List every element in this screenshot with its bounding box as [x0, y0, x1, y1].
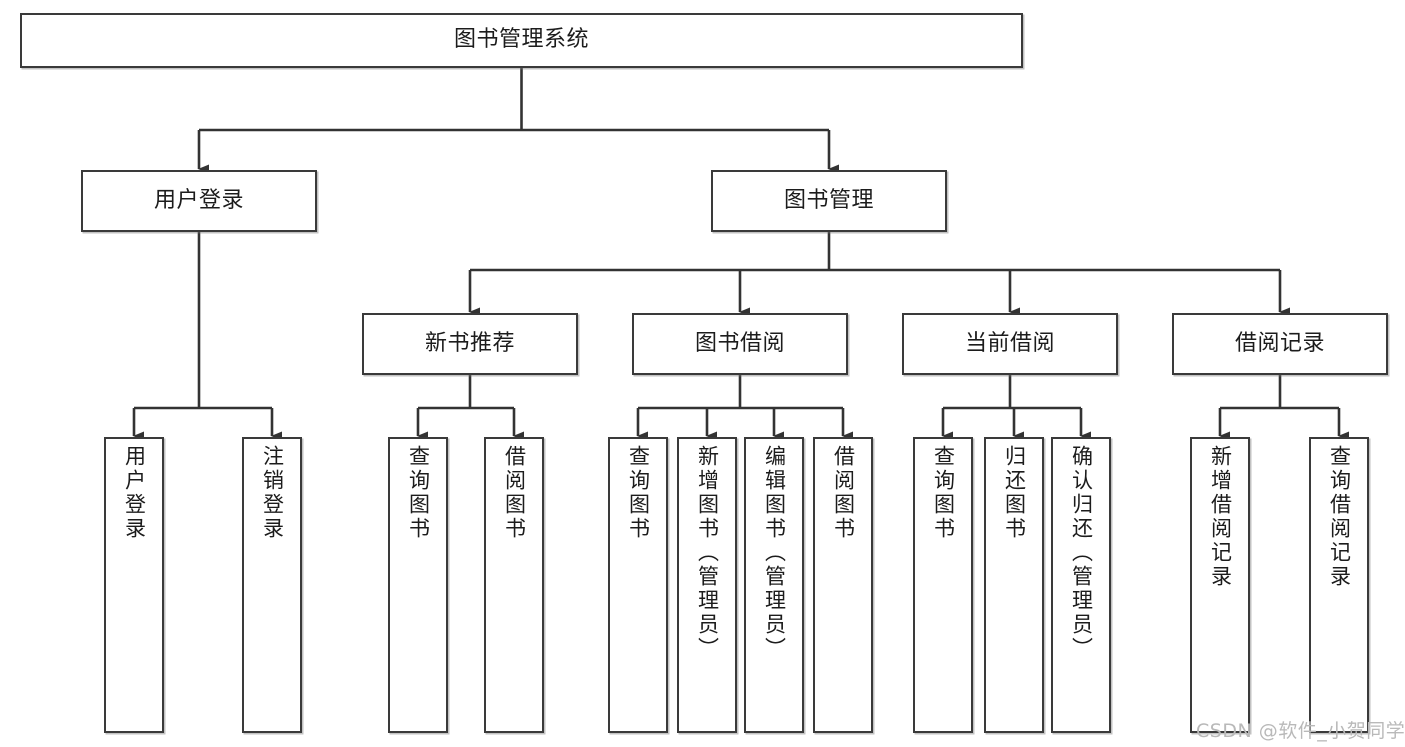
node-label: 图书管理: [783, 187, 874, 213]
node-label: 查询借阅记录: [1327, 445, 1352, 589]
node-label: 图书管理系统: [453, 27, 589, 53]
node-leaf-logout[interactable]: 注销登录: [242, 437, 302, 733]
node-book-borrow[interactable]: 图书借阅: [632, 313, 848, 375]
node-label: 查询图书: [406, 445, 431, 541]
node-leaf-add-book[interactable]: 新增图书（管理员）: [677, 437, 737, 733]
node-label: 图书借阅: [694, 330, 785, 356]
node-label: 借阅记录: [1234, 330, 1325, 356]
node-borrow-record[interactable]: 借阅记录: [1172, 313, 1388, 375]
node-root[interactable]: 图书管理系统: [20, 13, 1023, 68]
node-label: 用户登录: [153, 187, 244, 213]
node-book-manage[interactable]: 图书管理: [711, 170, 947, 232]
node-label: 新书推荐: [424, 330, 515, 356]
node-leaf-query-book-2[interactable]: 查询图书: [608, 437, 668, 733]
node-leaf-query-record[interactable]: 查询借阅记录: [1309, 437, 1369, 733]
node-label: 当前借阅: [964, 330, 1055, 356]
node-leaf-user-login[interactable]: 用户登录: [104, 437, 164, 733]
node-label: 借阅图书: [502, 445, 527, 541]
node-leaf-borrow-book-2[interactable]: 借阅图书: [813, 437, 873, 733]
node-leaf-confirm-return[interactable]: 确认归还（管理员）: [1051, 437, 1111, 733]
node-new-book-rec[interactable]: 新书推荐: [362, 313, 578, 375]
node-label: 编辑图书（管理员）: [762, 445, 787, 661]
node-user-login[interactable]: 用户登录: [81, 170, 317, 232]
node-leaf-borrow-book-1[interactable]: 借阅图书: [484, 437, 544, 733]
node-label: 查询图书: [931, 445, 956, 541]
node-label: 借阅图书: [831, 445, 856, 541]
node-leaf-return-book[interactable]: 归还图书: [984, 437, 1044, 733]
node-label: 归还图书: [1002, 445, 1027, 541]
node-label: 用户登录: [122, 445, 147, 541]
node-label: 确认归还（管理员）: [1069, 445, 1094, 661]
node-leaf-query-book-1[interactable]: 查询图书: [388, 437, 448, 733]
node-label: 新增借阅记录: [1208, 445, 1233, 589]
node-leaf-add-record[interactable]: 新增借阅记录: [1190, 437, 1250, 733]
connector-group: [132, 68, 1349, 441]
node-leaf-edit-book[interactable]: 编辑图书（管理员）: [744, 437, 804, 733]
node-label: 查询图书: [626, 445, 651, 541]
node-current-borrow[interactable]: 当前借阅: [902, 313, 1118, 375]
node-label: 注销登录: [260, 445, 285, 541]
node-leaf-query-book-3[interactable]: 查询图书: [913, 437, 973, 733]
node-label: 新增图书（管理员）: [695, 445, 720, 661]
